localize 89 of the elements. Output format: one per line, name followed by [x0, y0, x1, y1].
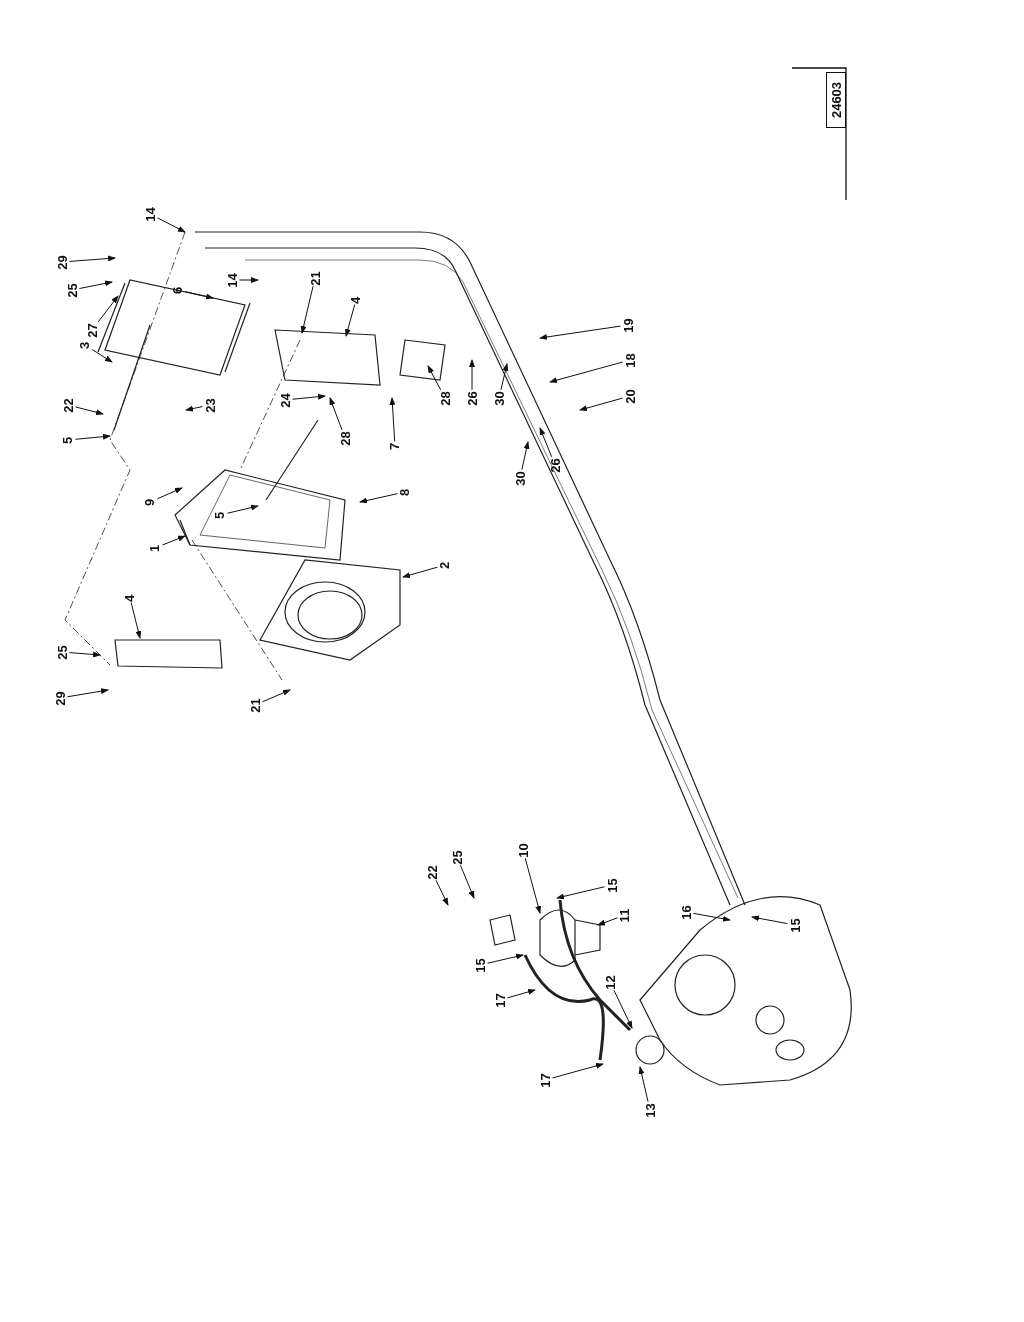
- leader-line: [67, 688, 109, 698]
- callout-number: 4: [123, 594, 137, 602]
- leader-line: [345, 304, 356, 337]
- callout-number: 27: [85, 322, 99, 338]
- leader-line: [552, 1062, 604, 1079]
- callout-number: 15: [788, 917, 802, 933]
- leader-line: [435, 879, 449, 906]
- leader-line: [69, 651, 101, 658]
- callout-number: 15: [473, 957, 487, 973]
- callout-number: 2: [438, 561, 452, 569]
- leader-line: [469, 359, 475, 391]
- leader-line: [157, 487, 183, 500]
- callout-number: 1: [148, 544, 162, 552]
- callout-number: 21: [248, 697, 262, 713]
- leader-line: [227, 504, 259, 514]
- leader-line: [97, 295, 119, 323]
- callout-number: 4: [349, 296, 363, 304]
- callout-number: 16: [679, 904, 693, 920]
- leader-line: [524, 857, 542, 914]
- leader-line: [751, 915, 788, 925]
- leader-line: [402, 566, 438, 578]
- leader-line: [292, 393, 326, 400]
- leader-line: [185, 291, 214, 300]
- callout-number: 25: [55, 644, 69, 660]
- callout-number: 30: [513, 470, 527, 486]
- callout-number: 22: [425, 864, 439, 880]
- leader-line: [262, 689, 291, 703]
- leader-line: [549, 361, 623, 384]
- callout-number: 3: [78, 341, 92, 349]
- callout-number: 20: [623, 388, 637, 404]
- leader-line: [427, 365, 442, 391]
- callout-number: 25: [450, 849, 464, 865]
- leader-line: [157, 217, 186, 233]
- leader-line: [162, 535, 186, 546]
- callout-number: 28: [438, 390, 452, 406]
- leader-line: [300, 285, 314, 334]
- leader-line: [389, 397, 396, 442]
- leader-line: [91, 349, 113, 363]
- leader-line: [185, 405, 203, 412]
- leader-line: [556, 886, 605, 900]
- leader-line: [130, 602, 142, 639]
- leader-line: [539, 427, 553, 458]
- leader-line: [69, 255, 116, 262]
- leader-line: [75, 433, 111, 440]
- leader-line: [613, 989, 633, 1029]
- callout-number: 26: [465, 390, 479, 406]
- callout-number: 22: [61, 397, 75, 413]
- leader-line: [507, 989, 536, 999]
- leader-line: [539, 325, 621, 340]
- callout-number: 8: [398, 488, 412, 496]
- callout-number: 25: [65, 282, 79, 298]
- leader-line: [597, 917, 618, 926]
- leader-line: [329, 397, 343, 431]
- callout-number: 28: [338, 430, 352, 446]
- callout-number: 30: [492, 390, 506, 406]
- leader-line: [79, 280, 113, 289]
- leader-line: [239, 277, 259, 283]
- callout-number: 12: [603, 974, 617, 990]
- callout-number: 29: [53, 690, 67, 706]
- callout-number: 14: [225, 272, 239, 288]
- callout-number: 18: [623, 352, 637, 368]
- leader-line: [500, 363, 509, 391]
- callout-number: 5: [213, 511, 227, 519]
- callout-number: 5: [61, 436, 75, 444]
- leader-line: [459, 864, 475, 899]
- callout-number: 17: [538, 1072, 552, 1088]
- callout-number: 14: [143, 206, 157, 222]
- callout-number: 26: [548, 457, 562, 473]
- callout-number: 15: [605, 877, 619, 893]
- leader-line: [487, 953, 524, 964]
- leader-line: [579, 397, 623, 411]
- leader-line: [521, 441, 530, 471]
- callout-number: 19: [621, 317, 635, 333]
- leader-line: [359, 493, 398, 504]
- callout-number: 7: [388, 442, 402, 450]
- callout-number: 24: [278, 392, 292, 408]
- callout-number: 13: [643, 1102, 657, 1118]
- callout-number: 6: [171, 286, 185, 294]
- callout-number: 11: [618, 908, 632, 922]
- callout-number: 21: [308, 270, 322, 286]
- leader-line: [75, 406, 104, 416]
- leader-line: [693, 912, 731, 922]
- callout-number: 9: [143, 498, 157, 506]
- leader-line: [638, 1066, 649, 1103]
- callout-number: 29: [55, 254, 69, 270]
- figure-number: 24603: [828, 81, 844, 119]
- callout-number: 23: [203, 397, 217, 413]
- callout-number: 17: [493, 992, 507, 1008]
- callout-number: 10: [516, 842, 530, 858]
